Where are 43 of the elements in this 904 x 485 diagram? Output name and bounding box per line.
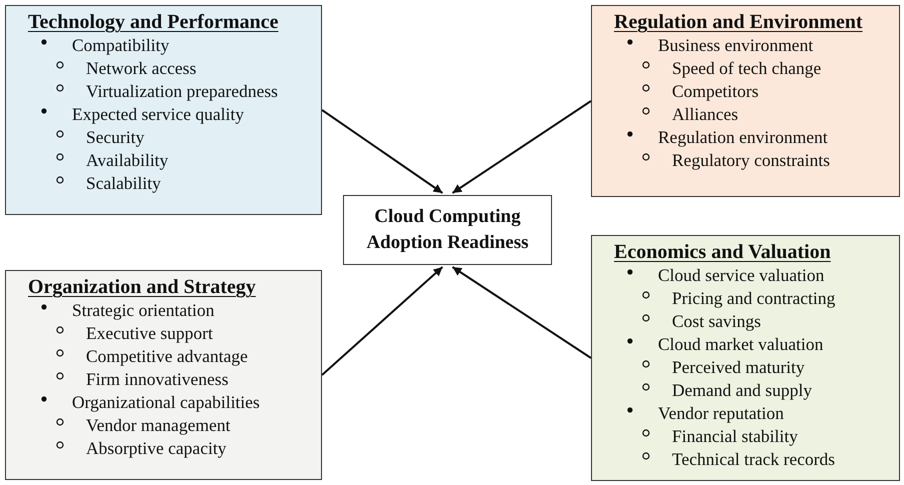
sub-list-item: Virtualization preparedness	[86, 80, 278, 103]
sub-list-item: Scalability	[86, 172, 161, 195]
list-item: Business environment	[658, 34, 814, 57]
sub-list-item: Availability	[86, 149, 168, 172]
goal-box	[343, 195, 552, 265]
sub-list-item: Competitors	[672, 80, 759, 103]
sub-list-item: Regulatory constraints	[672, 149, 830, 172]
sub-list-item: Vendor management	[86, 414, 230, 437]
sub-list-item: Financial stability	[672, 425, 798, 448]
sub-list-item: Network access	[86, 57, 196, 80]
sub-list-item: Cost savings	[672, 310, 761, 333]
arrow	[321, 109, 444, 194]
list-item: Regulation environment	[658, 126, 828, 149]
category-box	[591, 5, 900, 197]
sub-list-item: Competitive advantage	[86, 345, 248, 368]
category-heading: Regulation and Environment	[614, 10, 863, 34]
list-item: Expected service quality	[72, 103, 244, 126]
sub-list-item: Speed of tech change	[672, 57, 822, 80]
sub-list-item: Perceived maturity	[672, 356, 805, 379]
category-box	[5, 5, 322, 215]
goal-title: Cloud Computing Adoption Readiness	[365, 205, 530, 255]
arrow	[452, 100, 592, 194]
arrow	[452, 266, 592, 359]
category-box	[591, 235, 900, 481]
category-box	[5, 270, 322, 480]
category-heading: Organization and Strategy	[28, 275, 256, 299]
sub-list-item: Firm innovativeness	[86, 368, 228, 391]
list-item: Strategic orientation	[72, 299, 214, 322]
list-item: Cloud service valuation	[658, 264, 824, 287]
list-item: Compatibility	[72, 34, 170, 57]
category-heading: Technology and Performance	[28, 10, 278, 34]
arrow	[321, 266, 444, 376]
list-item: Vendor reputation	[658, 402, 784, 425]
sub-list-item: Executive support	[86, 322, 213, 345]
sub-list-item: Security	[86, 126, 144, 149]
sub-list-item: Demand and supply	[672, 379, 812, 402]
sub-list-item: Technical track records	[672, 448, 835, 471]
list-item: Cloud market valuation	[658, 333, 824, 356]
sub-list-item: Pricing and contracting	[672, 287, 836, 310]
category-heading: Economics and Valuation	[614, 240, 831, 264]
sub-list-item: Alliances	[672, 103, 738, 126]
sub-list-item: Absorptive capacity	[86, 437, 226, 460]
list-item: Organizational capabilities	[72, 391, 260, 414]
